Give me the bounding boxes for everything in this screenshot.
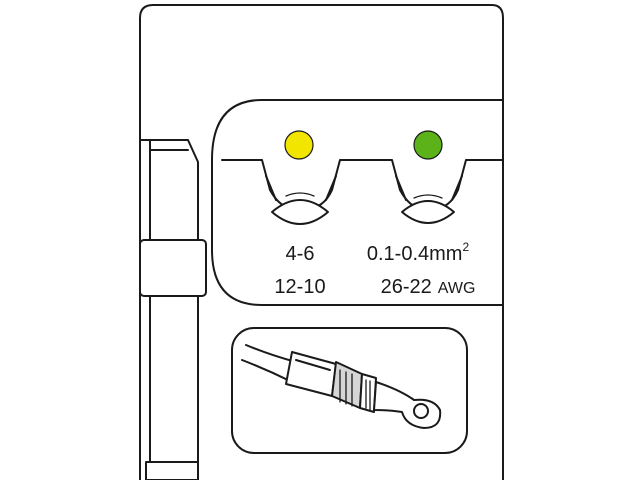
ring-terminal-icon — [241, 344, 442, 429]
label-size-mm2-green: 0.1-0.4mm2 — [367, 240, 470, 265]
ring-terminal-panel — [231, 327, 468, 454]
die-body-outline — [139, 4, 504, 480]
color-dot-yellow — [284, 130, 314, 160]
color-dot-green — [413, 130, 443, 160]
profile-yellow — [271, 130, 329, 225]
crimp-nest-yellow — [271, 199, 329, 225]
crimp-nest-green — [401, 200, 455, 224]
label-size-mm2-yellow: 4-6 — [286, 243, 315, 265]
label-size-awg-yellow: 12-10 — [274, 276, 325, 298]
tool-rail — [139, 139, 207, 480]
crimp-insert — [211, 99, 504, 306]
profile-green — [401, 130, 455, 224]
